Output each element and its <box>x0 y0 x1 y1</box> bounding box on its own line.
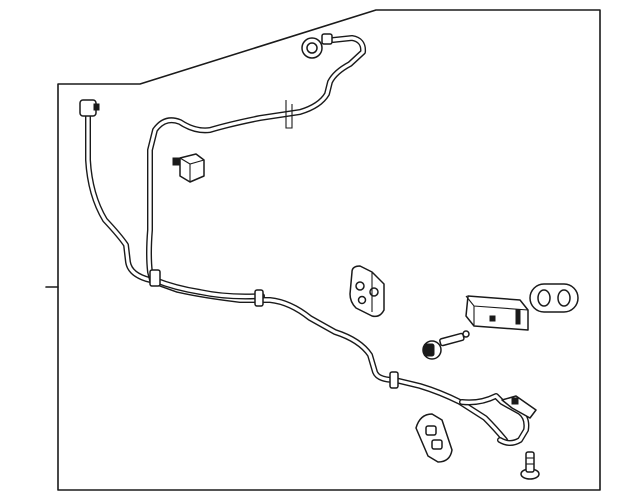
gasket <box>529 283 579 313</box>
o-ring-seal <box>301 37 323 59</box>
retainer-plate <box>415 413 453 463</box>
push-pin-fastener <box>520 451 540 480</box>
diagram-frame <box>45 9 601 491</box>
insulator-block <box>465 295 529 331</box>
liquid-line <box>85 107 508 443</box>
hose-clip <box>172 153 205 183</box>
suction-hose-assembly <box>146 33 399 389</box>
tube-fitting <box>79 99 100 117</box>
tube-end-bracket <box>459 393 537 446</box>
bolt <box>422 330 470 360</box>
bracket <box>349 265 385 318</box>
